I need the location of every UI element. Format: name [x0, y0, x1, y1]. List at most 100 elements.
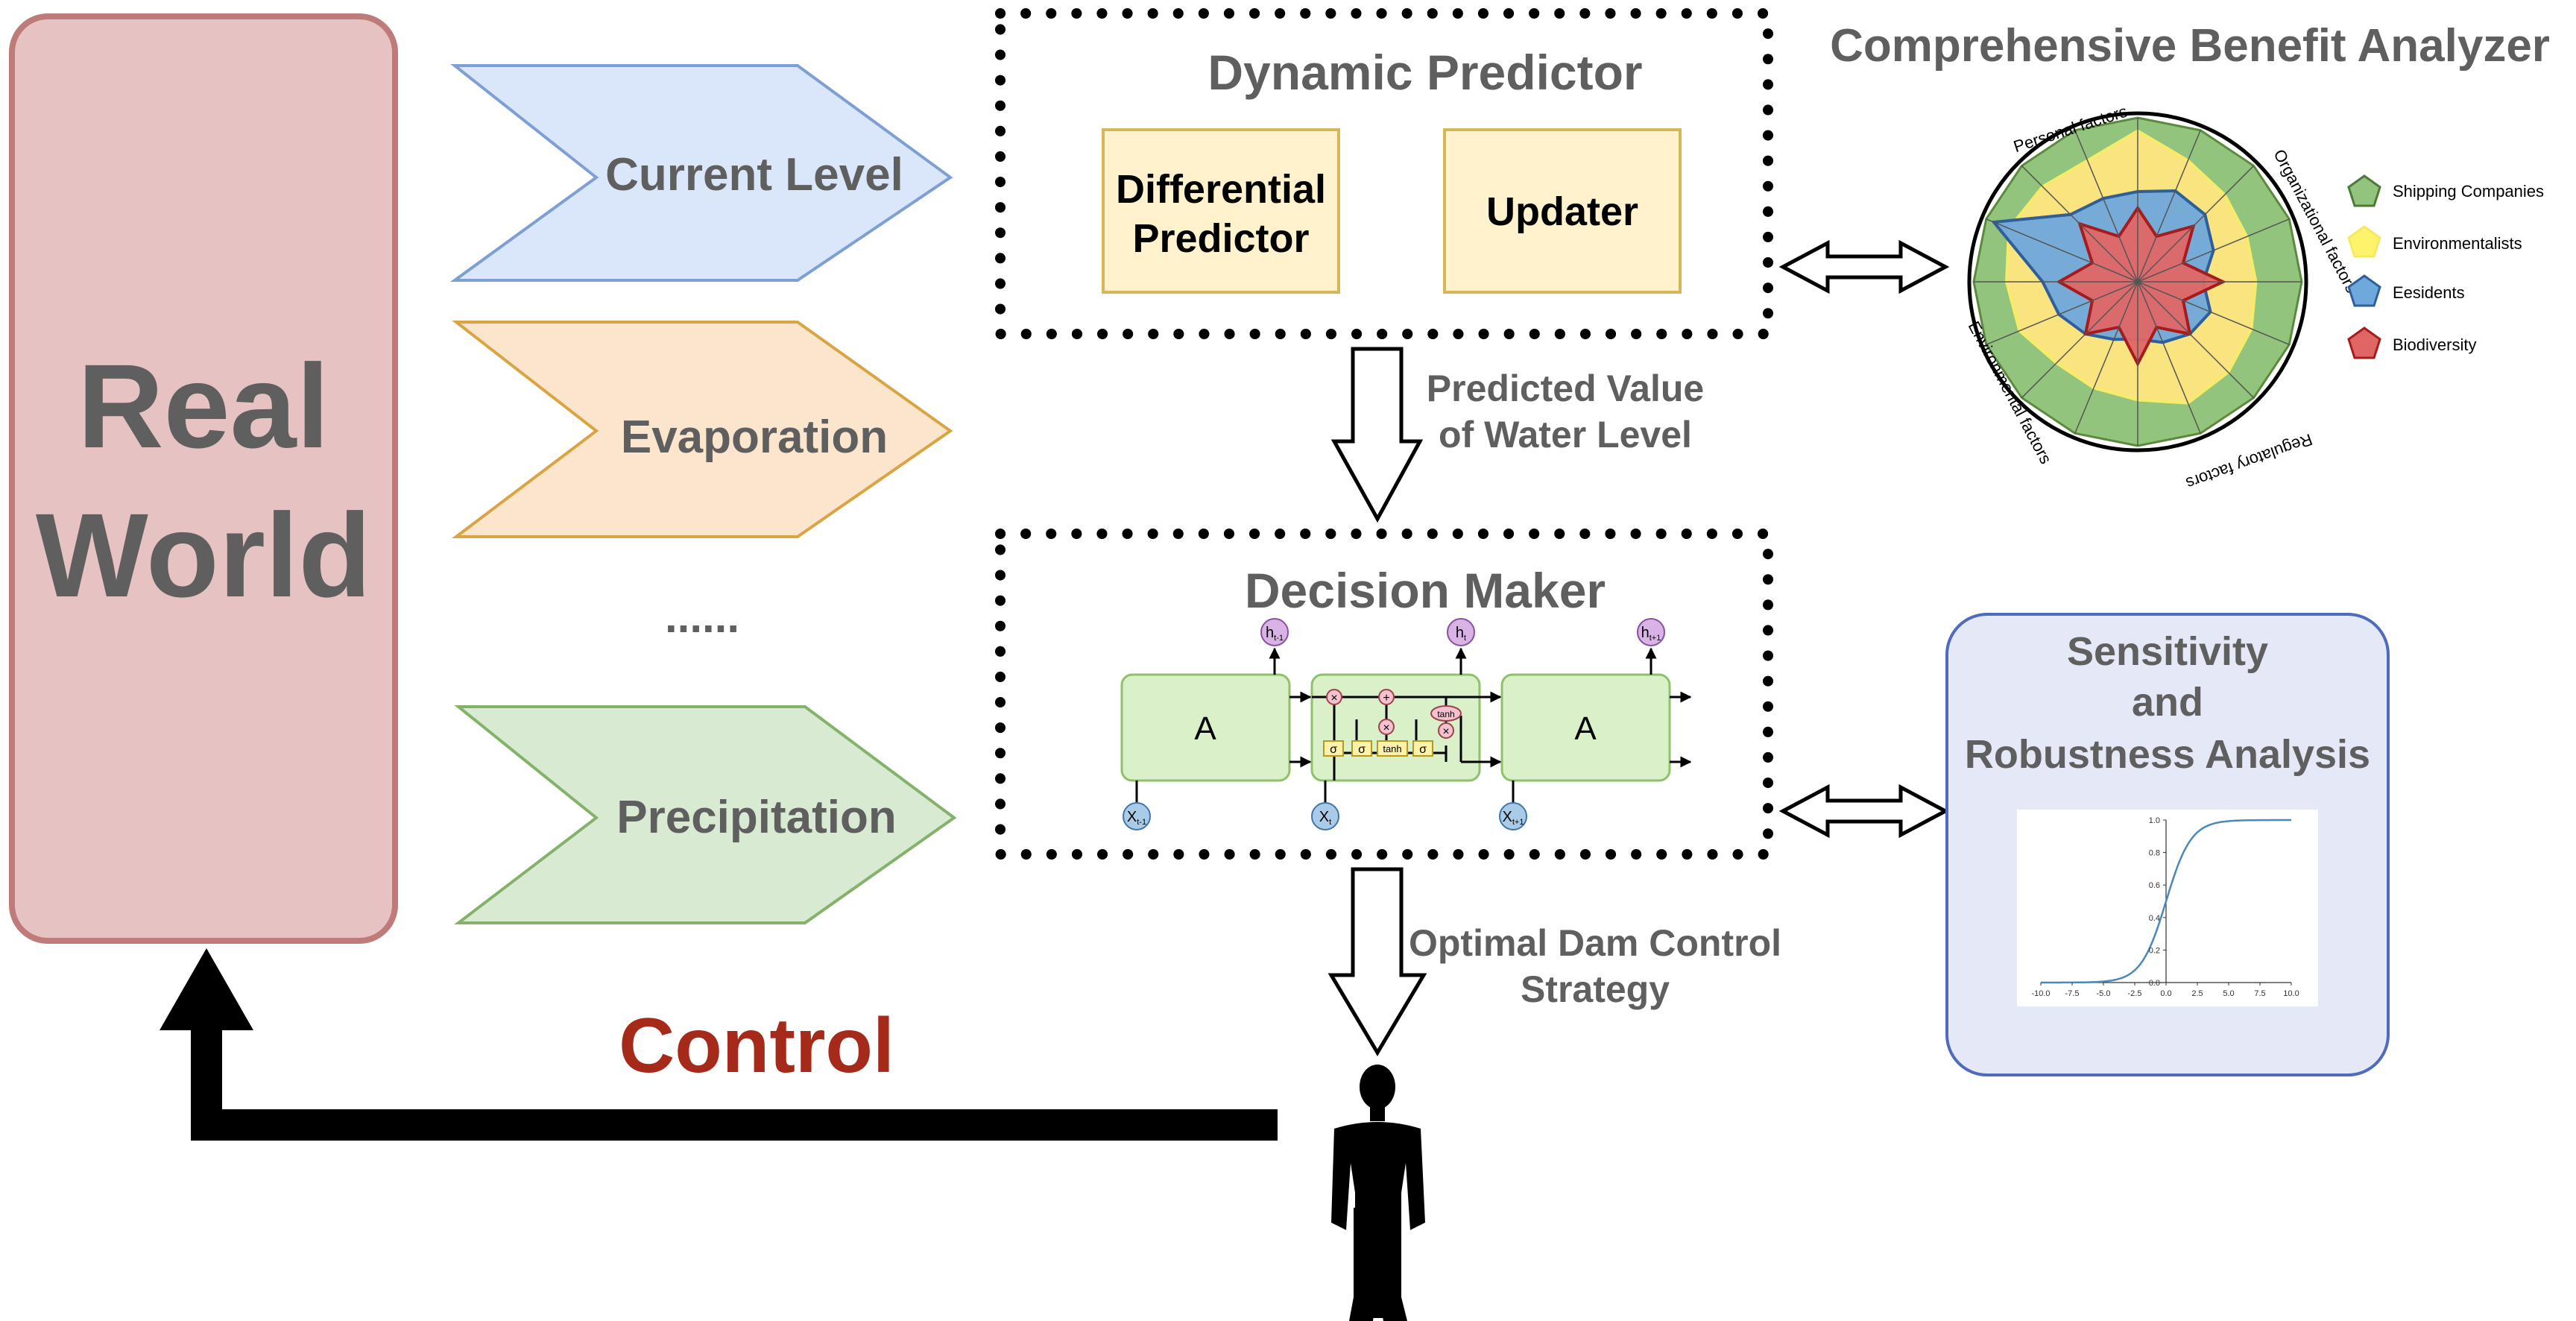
op-tanh: tanh — [1430, 705, 1462, 722]
radar-spoke — [2074, 281, 2138, 434]
x-prev-main: X — [1127, 809, 1137, 825]
sigmoid-x-tick-label: -5.0 — [2097, 989, 2111, 998]
op-tanh-label: tanh — [1437, 709, 1454, 719]
lstm-cell-prev-label: A — [1194, 710, 1216, 747]
x-next-sub: t+1 — [1512, 818, 1524, 827]
radar-spoke — [1986, 281, 2138, 345]
gate-output-label: σ — [1419, 743, 1427, 756]
sigmoid-x-tick-label: -2.5 — [2128, 989, 2142, 998]
radar-chart — [1967, 111, 2308, 453]
gate-tanh: tanh — [1377, 740, 1408, 757]
sigmoid-x-tick-label: 7.5 — [2254, 989, 2265, 998]
legend-environmentalists-label: Environmentalists — [2393, 234, 2522, 253]
precipitation-label: Precipitation — [616, 792, 897, 843]
x-prev-sub: t-1 — [1137, 818, 1146, 827]
x-next-main: X — [1503, 809, 1512, 825]
radar-spoke — [1986, 218, 2138, 283]
x-cur-main: X — [1319, 809, 1329, 825]
legend-environmentalists: Environmentalists — [2347, 225, 2522, 258]
x-prev-label: Xt-1 — [1127, 809, 1146, 827]
h-cur-main: h — [1456, 625, 1464, 641]
predicted-value-label-line2: of Water Level — [1439, 414, 1692, 455]
sigmoid-x-tick-label: -10.0 — [2031, 989, 2050, 998]
sigmoid-y-tick-label: 0.0 — [2149, 979, 2160, 988]
sensitivity-panel: Sensitivity and Robustness Analysis -10.… — [1945, 613, 2390, 1076]
radar-spoke — [2137, 281, 2255, 399]
sigmoid-y-tick-label: 0.2 — [2149, 946, 2160, 955]
h-next-label: ht+1 — [1641, 625, 1661, 643]
sigmoid-plot-background — [2017, 810, 2318, 1006]
h-prev-sub: t-1 — [1274, 634, 1284, 643]
h-cur-sub: t — [1464, 634, 1466, 643]
updater-box: Updater — [1443, 128, 1682, 294]
input-current-level: Current Level — [449, 64, 953, 282]
benefit-analyzer-title: Comprehensive Benefit Analyzer — [1830, 20, 2550, 72]
lstm-cell-next-label: A — [1574, 710, 1597, 747]
sigmoid-curve — [2041, 819, 2291, 984]
lstm-cell-prev: A — [1120, 673, 1291, 782]
sigmoid-x-tick-label: 10.0 — [2283, 989, 2299, 998]
op-forget-times: × — [1326, 689, 1342, 705]
decision-maker-title: Decision Maker — [1245, 563, 1606, 618]
differential-predictor-box: Differential Predictor — [1102, 128, 1340, 294]
h-next-sub: t+1 — [1650, 634, 1661, 643]
gate-input-label: σ — [1358, 743, 1366, 756]
sigmoid-x-tick-label: -7.5 — [2065, 989, 2080, 998]
radar-spoke — [2137, 281, 2290, 345]
control-label: Control — [619, 1003, 894, 1089]
h-cur-node: ht — [1447, 618, 1475, 646]
double-arrow-predictor-analyzer — [1778, 239, 1950, 294]
legend-biodiversity-label: Biodiversity — [2393, 335, 2476, 354]
x-next-node: Xt+1 — [1499, 802, 1527, 830]
h-cur-label: ht — [1456, 625, 1466, 643]
radar-spoke — [2137, 165, 2255, 283]
radar-axis-regulatory: Regulatory factors — [2183, 430, 2314, 494]
predicted-value-label-line1: Predicted Value — [1427, 368, 1704, 409]
op-output-times: × — [1438, 722, 1454, 739]
gate-forget: σ — [1323, 740, 1344, 757]
sensitivity-title-line3: Robustness Analysis — [1965, 732, 2370, 777]
h-next-node: ht+1 — [1637, 618, 1665, 646]
legend-biodiversity: Biodiversity — [2347, 327, 2476, 359]
sigmoid-y-tick-label: 0.6 — [2149, 881, 2160, 890]
sigmoid-y-tick-label: 1.0 — [2149, 816, 2160, 825]
differential-predictor-label-line2: Predictor — [1132, 216, 1309, 261]
dynamic-predictor-title: Dynamic Predictor — [1208, 45, 1642, 100]
updater-label: Updater — [1486, 189, 1638, 234]
double-arrow-decision-sensitivity — [1778, 784, 1950, 839]
sigmoid-x-tick-label: 2.5 — [2191, 989, 2203, 998]
op-input-times: × — [1378, 719, 1395, 735]
h-prev-main: h — [1266, 625, 1274, 641]
sigmoid-x-tick-label: 0.0 — [2160, 989, 2171, 998]
current-level-label: Current Level — [605, 149, 903, 201]
arrow-predictor-to-decision — [1330, 347, 1424, 523]
op-cell-plus-label: + — [1383, 692, 1389, 704]
differential-predictor-label-line1: Differential — [1116, 167, 1326, 212]
dynamic-predictor-panel: Dynamic Predictor Differential Predictor… — [995, 8, 1773, 339]
real-world-label-line2: World — [36, 488, 371, 622]
h-prev-label: ht-1 — [1266, 625, 1284, 643]
sensitivity-title-line2: and — [2132, 680, 2203, 725]
evaporation-label: Evaporation — [621, 412, 888, 463]
op-input-times-label: × — [1383, 722, 1389, 734]
legend-eesidents: Eesidents — [2347, 274, 2465, 307]
gate-input: σ — [1351, 740, 1372, 757]
x-cur-sub: t — [1329, 818, 1331, 827]
gate-forget-label: σ — [1330, 743, 1337, 756]
optimal-strategy-label-line2: Strategy — [1521, 968, 1670, 1010]
op-output-times-label: × — [1442, 725, 1449, 738]
legend-environmentalists-marker — [2347, 225, 2381, 258]
input-evaporation: Evaporation — [452, 321, 953, 538]
sigmoid-y-tick-label: 0.4 — [2149, 914, 2160, 923]
arrow-decision-to-person — [1328, 867, 1427, 1056]
lstm-diagram: A σ — [1120, 618, 1692, 830]
person-silhouette-icon — [1331, 1065, 1425, 1321]
lstm-cell-current: σ σ tanh σ × — [1310, 673, 1481, 782]
real-world-box: Real World — [9, 13, 398, 944]
op-cell-plus: + — [1378, 689, 1395, 705]
legend-eesidents-label: Eesidents — [2393, 283, 2465, 302]
x-cur-label: Xt — [1319, 809, 1331, 827]
radar-spoke — [2021, 165, 2138, 283]
